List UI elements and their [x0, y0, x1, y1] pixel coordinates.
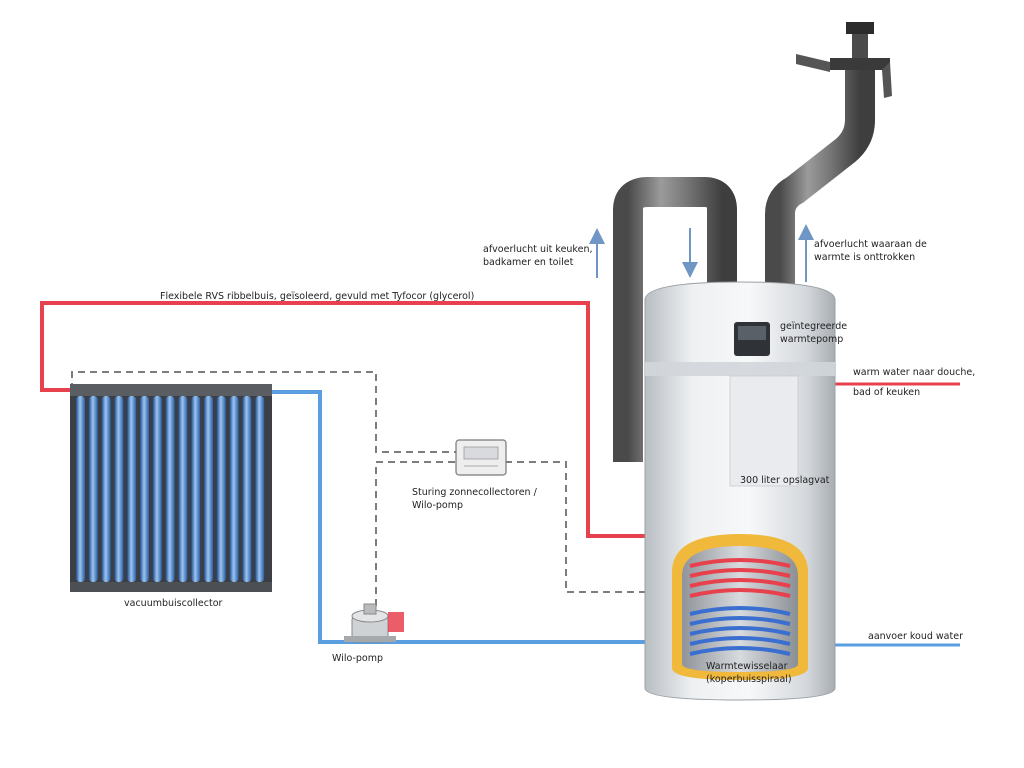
- vacuum-tube: [101, 396, 111, 582]
- exchanger-line2: (koperbuisspiraal): [706, 674, 792, 685]
- vacuum-tube: [152, 396, 162, 582]
- heatpump-label: geïntegreerde warmtepomp: [780, 320, 847, 346]
- vacuum-tube: [127, 396, 137, 582]
- heatpump-line2: warmtepomp: [780, 334, 844, 345]
- controller-label: Sturing zonnecollectoren / Wilo-pomp: [412, 486, 537, 512]
- vacuum-tube: [255, 396, 265, 582]
- pipe-label: Flexibele RVS ribbelbuis, geïsoleerd, ge…: [160, 291, 475, 302]
- control-wire-pump: [370, 461, 458, 613]
- pump-label: Wilo-pomp: [332, 653, 384, 664]
- vacuum-tube: [114, 396, 124, 582]
- heat-exchanger-coil: [689, 606, 791, 616]
- exhaust-in-label: afvoerlucht uit keuken, badkamer en toil…: [483, 243, 592, 269]
- vacuum-tube: [242, 396, 252, 582]
- hot-water-line2: bad of keuken: [853, 387, 921, 398]
- wilo-pump: [344, 603, 404, 643]
- vacuum-tube: [229, 396, 239, 582]
- control-line2: Wilo-pomp: [412, 500, 464, 511]
- air-ducts: [613, 22, 892, 462]
- vacuum-tube: [165, 396, 175, 582]
- heat-exchanger-coil: [689, 558, 791, 568]
- vacuum-tube: [76, 396, 85, 582]
- exchanger-label: Warmtewisselaar (koperbuisspiraal): [706, 660, 792, 686]
- exhaust-out-line1: afvoerlucht waaraan de: [814, 239, 927, 250]
- exhaust-out-line2: warmte is onttrokken: [814, 252, 916, 263]
- heat-exchanger-coil: [689, 626, 791, 636]
- hot-water-label: warm water naar douche, bad of keuken: [853, 366, 975, 399]
- heat-exchanger-coil: [689, 568, 791, 578]
- exchanger-line1: Warmtewisselaar: [706, 661, 788, 672]
- hot-pipe: [40, 301, 655, 538]
- vacuum-tube: [178, 396, 188, 582]
- vacuum-tube: [216, 396, 226, 582]
- vacuum-tube: [191, 396, 201, 582]
- collector-label: vacuumbuiscollector: [124, 598, 223, 609]
- cold-water-label: aanvoer koud water: [868, 631, 963, 642]
- exhaust-in-line1: afvoerlucht uit keuken,: [483, 244, 593, 255]
- vacuum-tube: [88, 396, 98, 582]
- heatpump-line1: geïntegreerde: [780, 321, 848, 332]
- storage-label: 300 liter opslagvat: [740, 475, 830, 486]
- heat-exchanger-coil: [689, 578, 791, 588]
- vacuum-tube: [204, 396, 213, 582]
- heat-exchanger-coil: [689, 588, 791, 598]
- control-wire-tank: [505, 461, 662, 593]
- control-line1: Sturing zonnecollectoren /: [412, 487, 537, 498]
- heat-exchanger-coil: [689, 636, 791, 646]
- cold-pipe: [270, 390, 655, 644]
- exhaust-in-line2: badkamer en toilet: [483, 257, 574, 268]
- exhaust-out-label: afvoerlucht waaraan de warmte is onttrok…: [814, 238, 927, 264]
- vacuum-tube-collector: [70, 384, 272, 592]
- heat-exchanger-coil: [689, 616, 791, 626]
- storage-tank: [644, 281, 836, 701]
- control-wire-collector: [71, 371, 458, 453]
- hot-water-line1: warm water naar douche,: [853, 367, 976, 378]
- solar-controller: [455, 439, 507, 476]
- heat-exchanger-coil: [689, 646, 791, 656]
- vacuum-tube: [140, 396, 149, 582]
